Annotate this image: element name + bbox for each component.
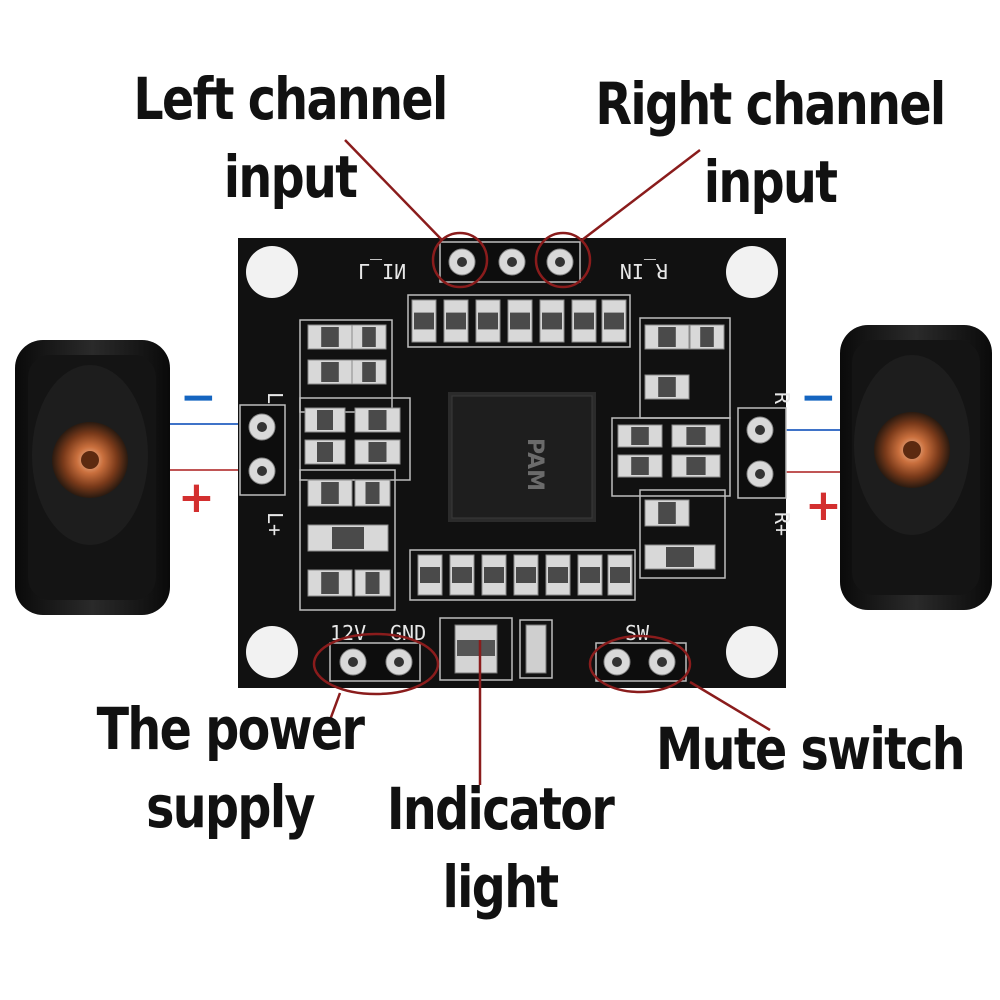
left-output-header xyxy=(239,404,286,496)
power-header xyxy=(329,642,421,682)
smd-component-body xyxy=(658,377,676,397)
left-minus-mark: − xyxy=(180,372,217,423)
left-speaker xyxy=(15,340,170,615)
amplifier-chip: PAM xyxy=(448,392,596,522)
pcb-board: PAM L_IN R_IN L- L+ R- R+ 12V GND SW xyxy=(238,238,794,688)
smd-component-body xyxy=(542,312,562,330)
smd-component-body xyxy=(631,427,649,445)
smd-component-body xyxy=(610,567,630,583)
mounting-hole xyxy=(246,626,298,678)
power-supply-label: The power supply xyxy=(96,695,365,841)
smd-component-body xyxy=(658,502,676,524)
callout-markers xyxy=(312,139,771,785)
smd-component-body xyxy=(362,362,376,382)
smd-component-body xyxy=(510,312,530,330)
smd-component-body xyxy=(368,442,387,462)
mute-switch-label: Mute switch xyxy=(655,715,966,783)
smd-component-body xyxy=(321,482,339,504)
smd-component-body xyxy=(631,457,649,475)
smd-component-body xyxy=(414,312,434,330)
l-in-silk: L_IN xyxy=(358,259,406,283)
smd-component-body xyxy=(516,567,536,583)
smd-component-body xyxy=(368,410,387,430)
smd-component-body xyxy=(574,312,594,330)
smd-component-body xyxy=(365,482,380,504)
r-plus-silk: R+ xyxy=(770,512,794,536)
mounting-hole xyxy=(246,246,298,298)
smd-component-body xyxy=(686,427,706,445)
smd-component-body xyxy=(686,457,706,475)
smd-component-body xyxy=(604,312,624,330)
mounting-hole xyxy=(726,246,778,298)
mute-header xyxy=(595,642,687,682)
sw-silk: SW xyxy=(625,621,650,645)
input-header xyxy=(439,241,581,283)
smd-component-body xyxy=(321,327,339,347)
mute-ring xyxy=(588,634,692,694)
smd-component-body xyxy=(317,442,333,462)
smd-components xyxy=(304,299,725,597)
chip-label: PAM xyxy=(522,438,547,491)
gnd-silk: GND xyxy=(390,621,426,645)
right-input-ring xyxy=(534,231,592,289)
smd-component-body xyxy=(446,312,466,330)
smd-component-body xyxy=(548,567,568,583)
right-speaker xyxy=(840,325,992,610)
smd-component-body xyxy=(658,327,676,347)
left-channel-input-label: Left channel input xyxy=(133,65,448,211)
left-plus-mark: + xyxy=(178,472,215,523)
right-channel-input-label: Right channel input xyxy=(595,70,946,216)
smd-component-body xyxy=(321,362,339,382)
smd-component-body xyxy=(484,567,504,583)
smd-component-body xyxy=(321,572,339,594)
power-ring xyxy=(312,632,440,696)
smd-component-body xyxy=(365,572,380,594)
smd-component-body xyxy=(362,327,376,347)
smd-component-body xyxy=(666,547,694,567)
right-minus-mark: − xyxy=(800,372,837,423)
smd-component-body xyxy=(317,410,333,430)
r-in-silk: R_IN xyxy=(620,259,668,283)
right-output-header xyxy=(737,407,787,499)
smd-component-body xyxy=(580,567,600,583)
smd-component-body xyxy=(420,567,440,583)
left-input-ring xyxy=(431,231,489,289)
indicator-light-label: Indicator light xyxy=(386,775,615,921)
l-plus-silk: L+ xyxy=(263,512,287,536)
right-plus-mark: + xyxy=(805,480,842,531)
smd-component-body xyxy=(332,527,364,549)
mounting-hole xyxy=(726,626,778,678)
smd-component-body xyxy=(478,312,498,330)
indicator-led xyxy=(439,617,553,681)
smd-component-body xyxy=(700,327,714,347)
smd-component-body xyxy=(452,567,472,583)
